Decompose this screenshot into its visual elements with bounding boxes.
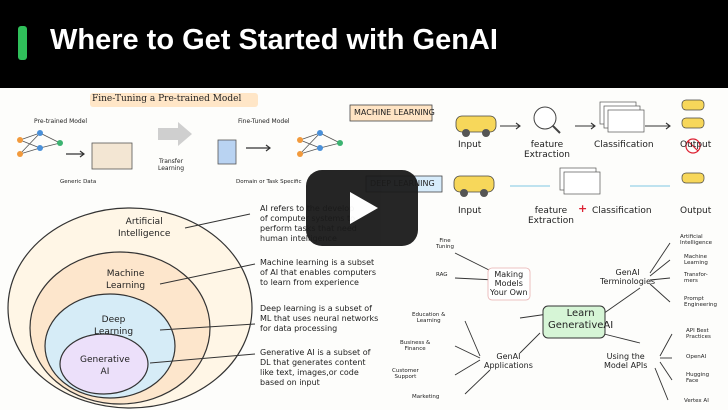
mm-edu: Education & Learning [412, 312, 446, 324]
mm-a-best: API Best Practices [686, 328, 711, 340]
dl-classification: Classification [592, 206, 652, 216]
mm-t-pe: Prompt Engineering [684, 296, 717, 308]
circle-gen: Generative AI [80, 355, 130, 377]
finetune-title: Fine-Tuning a Pre-trained Model [92, 94, 242, 104]
finetuned-label: Fine-Tuned Model [238, 118, 290, 125]
mm-t-ml: Machine Learning [684, 254, 708, 266]
mm-mkt: Marketing [412, 394, 440, 400]
mm-finetuning: Fine Tuning [436, 238, 455, 250]
video-title: Where to Get Started with GenAI [50, 24, 498, 56]
mm-t-ai: Artificial Intelligence [680, 234, 713, 246]
mm-cust: Customer Support [392, 368, 419, 380]
circle-ai: Artificial Intelligence [118, 217, 171, 239]
def-gen: Generative AI is a subset of DL that gen… [260, 348, 371, 387]
video-title-bar: Where to Get Started with GenAI [0, 0, 728, 88]
ml-label: MACHINE LEARNING [354, 108, 435, 117]
def-ml: Machine learning is a subset of AI that … [260, 258, 376, 287]
mm-making: Making Models Your Own [490, 270, 528, 297]
dl-input: Input [458, 206, 482, 216]
generic-data-label: Generic Data [60, 179, 97, 185]
mm-a-openai: OpenAI [686, 354, 707, 360]
circle-ml: Machine Learning [106, 269, 146, 291]
accent-bar [18, 26, 27, 60]
mm-learn: Learn GenerativeAI [548, 308, 614, 331]
mm-apis: Using the Model APIs [604, 352, 648, 370]
mm-biz: Business & Finance [400, 340, 431, 352]
play-icon [350, 192, 378, 224]
ml-output: Output [680, 140, 712, 150]
play-button[interactable] [306, 170, 418, 246]
video-frame[interactable]: Fine-Tuning a Pre-trained Model Pre-trai… [0, 88, 728, 410]
circle-dl: Deep Learning [94, 315, 134, 337]
mm-a-hf: Hugging Face [686, 372, 710, 384]
mm-rag: RAG [436, 272, 448, 278]
ml-input: Input [458, 140, 482, 150]
mm-terms: GenAI Terminologies [600, 268, 656, 286]
mm-t-tr: Transfor- mers [684, 272, 708, 284]
domain-data-label: Domain or Task Specific [236, 179, 302, 185]
pretrained-label: Pre-trained Model [34, 118, 88, 125]
ml-feature: feature Extraction [524, 140, 570, 160]
transfer-label: Transfer Learning [158, 158, 185, 172]
dl-plus: + [578, 202, 588, 215]
sketch-drawing [7, 93, 705, 409]
mm-apps: GenAI Applications [484, 352, 533, 370]
def-dl: Deep learning is a subset of ML that use… [260, 304, 379, 333]
dl-feature: feature Extraction [528, 206, 574, 226]
ml-classification: Classification [594, 140, 654, 150]
mm-a-vertex: Vertex AI [684, 398, 709, 404]
dl-output: Output [680, 206, 712, 216]
